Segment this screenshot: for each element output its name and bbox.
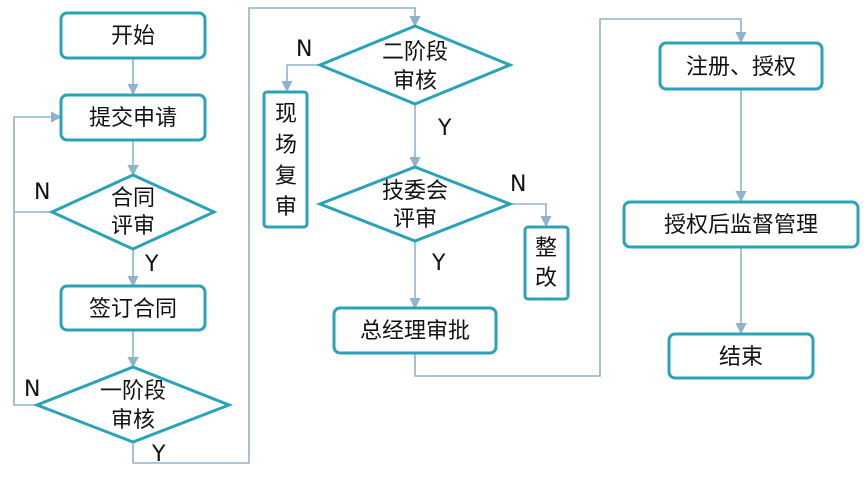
node-supervise-label: 授权后监督管理 bbox=[664, 213, 818, 238]
label-committee-no: N bbox=[510, 172, 526, 197]
node-supervise-box bbox=[622, 200, 860, 249]
edge-gm-register bbox=[414, 18, 747, 377]
connectors bbox=[13, 7, 747, 464]
label-stage2-yes: Y bbox=[437, 116, 452, 141]
node-stage1-diamond bbox=[32, 365, 234, 444]
node-contract-review-line2: 评审 bbox=[111, 214, 155, 239]
node-register-label: 注册、授权 bbox=[686, 55, 796, 80]
edge-stage2-onsite bbox=[281, 64, 320, 93]
label-committee-yes: Y bbox=[431, 251, 446, 276]
label-contract-review-no: N bbox=[34, 180, 50, 205]
edge-stage1-no-loop bbox=[13, 212, 37, 406]
node-start-box bbox=[59, 11, 207, 60]
node-committee-line2: 评审 bbox=[393, 207, 437, 232]
node-committee-line1: 技委会 bbox=[382, 179, 448, 204]
node-onsite-box bbox=[262, 90, 309, 229]
node-gm-label: 总经理审批 bbox=[360, 319, 470, 344]
node-rectify-char2: 改 bbox=[535, 266, 557, 291]
node-stage2-diamond bbox=[316, 24, 514, 106]
node-submit-label: 提交申请 bbox=[89, 106, 177, 131]
node-stage1-line1: 一阶段 bbox=[100, 379, 166, 404]
node-end-box bbox=[667, 332, 815, 380]
label-contract-review-yes: Y bbox=[144, 252, 159, 277]
node-onsite-char4: 审 bbox=[275, 195, 297, 220]
node-onsite-char3: 复 bbox=[275, 164, 297, 189]
node-register-box bbox=[658, 41, 824, 91]
label-stage1-no: N bbox=[24, 377, 40, 402]
node-start-label: 开始 bbox=[111, 24, 155, 49]
node-stage1-line2: 审核 bbox=[111, 408, 155, 433]
node-contract-review-line1: 合同 bbox=[111, 186, 155, 211]
edge-contract-review-no-loop bbox=[13, 111, 63, 213]
node-committee-diamond bbox=[315, 165, 515, 243]
edge-committee-rectify bbox=[510, 203, 552, 228]
node-gm-box bbox=[332, 306, 498, 355]
node-sign-box bbox=[59, 284, 207, 332]
node-submit-box bbox=[59, 93, 207, 142]
edge-stage1-stage2 bbox=[132, 7, 421, 464]
node-onsite-char2: 场 bbox=[275, 133, 297, 158]
node-onsite-char1: 现 bbox=[275, 102, 297, 127]
node-sign-label: 签订合同 bbox=[89, 297, 177, 322]
node-contract-review-diamond bbox=[48, 173, 218, 251]
node-stage2-line2: 审核 bbox=[393, 69, 437, 94]
node-end-label: 结束 bbox=[719, 345, 763, 370]
node-rectify-char1: 整 bbox=[535, 236, 557, 261]
node-rectify-box bbox=[523, 225, 570, 301]
node-stage2-line1: 二阶段 bbox=[382, 40, 448, 65]
label-stage1-yes: Y bbox=[151, 442, 166, 467]
label-stage2-no: N bbox=[296, 37, 312, 62]
